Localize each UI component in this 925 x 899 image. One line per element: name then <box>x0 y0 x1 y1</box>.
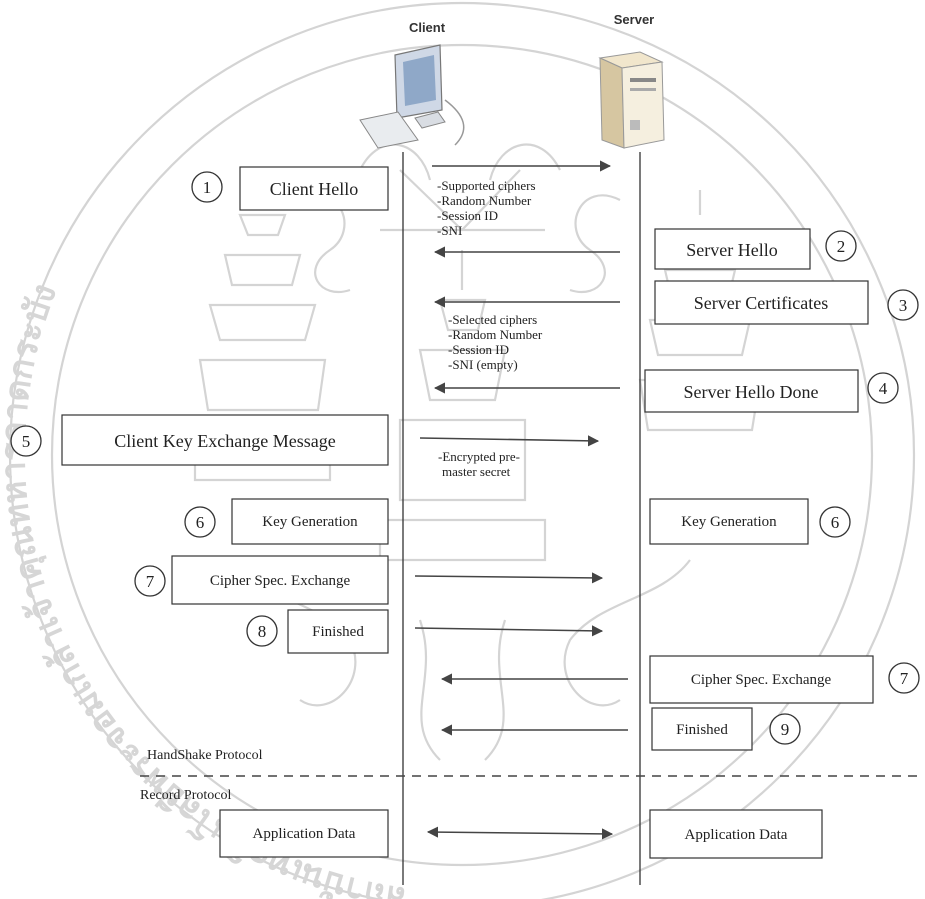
client-hello-param-2: -Random Number <box>437 193 532 208</box>
step-finished-server: Finished 9 <box>652 708 800 750</box>
step-3-number: 3 <box>899 296 908 315</box>
finished-server-label: Finished <box>676 722 728 738</box>
key-exchange-param-1: -Encrypted pre- <box>438 449 520 464</box>
step-6-client-number: 6 <box>196 513 205 532</box>
record-protocol-label: Record Protocol <box>140 788 231 803</box>
server-hello-param-1: -Selected ciphers <box>448 312 537 327</box>
key-exchange-param-2: master secret <box>442 464 511 479</box>
step-server-certificates: Server Certificates 3 <box>655 281 918 324</box>
server-hello-param-4: -SNI (empty) <box>448 357 518 372</box>
client-label: Client <box>409 20 446 35</box>
application-data-client: Application Data <box>220 810 388 857</box>
server-hello-done-label: Server Hello Done <box>684 382 819 402</box>
step-6-server-number: 6 <box>831 513 840 532</box>
client-computer-icon <box>360 45 464 148</box>
client-hello-param-4: -SNI <box>437 223 462 238</box>
client-hello-label: Client Hello <box>270 179 359 199</box>
arrow-client-key-exchange <box>420 438 598 441</box>
server-hello-label: Server Hello <box>686 240 777 260</box>
client-hello-param-3: -Session ID <box>437 208 498 223</box>
step-9-number: 9 <box>781 720 790 739</box>
server-hello-param-2: -Random Number <box>448 327 543 342</box>
arrow-application-data <box>428 832 612 834</box>
step-2-number: 2 <box>837 237 846 256</box>
handshake-protocol-label: HandShake Protocol <box>147 748 263 763</box>
step-4-number: 4 <box>879 379 888 398</box>
client-hello-param-1: -Supported ciphers <box>437 178 536 193</box>
step-7-client-number: 7 <box>146 572 155 591</box>
step-cipher-spec-server: Cipher Spec. Exchange 7 <box>650 656 919 703</box>
finished-client-label: Finished <box>312 624 364 640</box>
cipher-spec-client-label: Cipher Spec. Exchange <box>210 573 351 589</box>
arrow-cipher-spec-client <box>415 576 602 578</box>
application-data-server-label: Application Data <box>685 827 788 843</box>
cipher-spec-server-label: Cipher Spec. Exchange <box>691 672 832 688</box>
step-server-hello: Server Hello 2 <box>655 229 856 269</box>
server-hello-parameters: -Selected ciphers -Random Number -Sessio… <box>448 312 543 372</box>
step-7-server-number: 7 <box>900 669 909 688</box>
application-data-client-label: Application Data <box>253 826 356 842</box>
server-certificates-label: Server Certificates <box>694 293 828 313</box>
key-exchange-parameters: -Encrypted pre- master secret <box>438 449 520 479</box>
client-key-exchange-label: Client Key Exchange Message <box>114 431 335 451</box>
step-key-generation-client: 6 Key Generation <box>185 499 388 544</box>
key-generation-server-label: Key Generation <box>681 514 777 530</box>
step-server-hello-done: Server Hello Done 4 <box>645 370 898 412</box>
server-hello-param-3: -Session ID <box>448 342 509 357</box>
key-generation-client-label: Key Generation <box>262 514 358 530</box>
application-data-server: Application Data <box>650 810 822 858</box>
server-computer-icon <box>600 52 664 148</box>
server-label: Server <box>614 12 654 27</box>
step-8-number: 8 <box>258 622 267 641</box>
step-cipher-spec-client: 7 Cipher Spec. Exchange <box>135 556 388 604</box>
step-client-key-exchange: 5 Client Key Exchange Message <box>11 415 388 465</box>
step-key-generation-server: Key Generation 6 <box>650 499 850 544</box>
step-1-number: 1 <box>203 178 212 197</box>
step-5-number: 5 <box>22 432 31 451</box>
step-finished-client: 8 Finished <box>247 610 388 653</box>
step-client-hello: 1 Client Hello <box>192 167 388 210</box>
arrow-finished-client <box>415 628 602 631</box>
